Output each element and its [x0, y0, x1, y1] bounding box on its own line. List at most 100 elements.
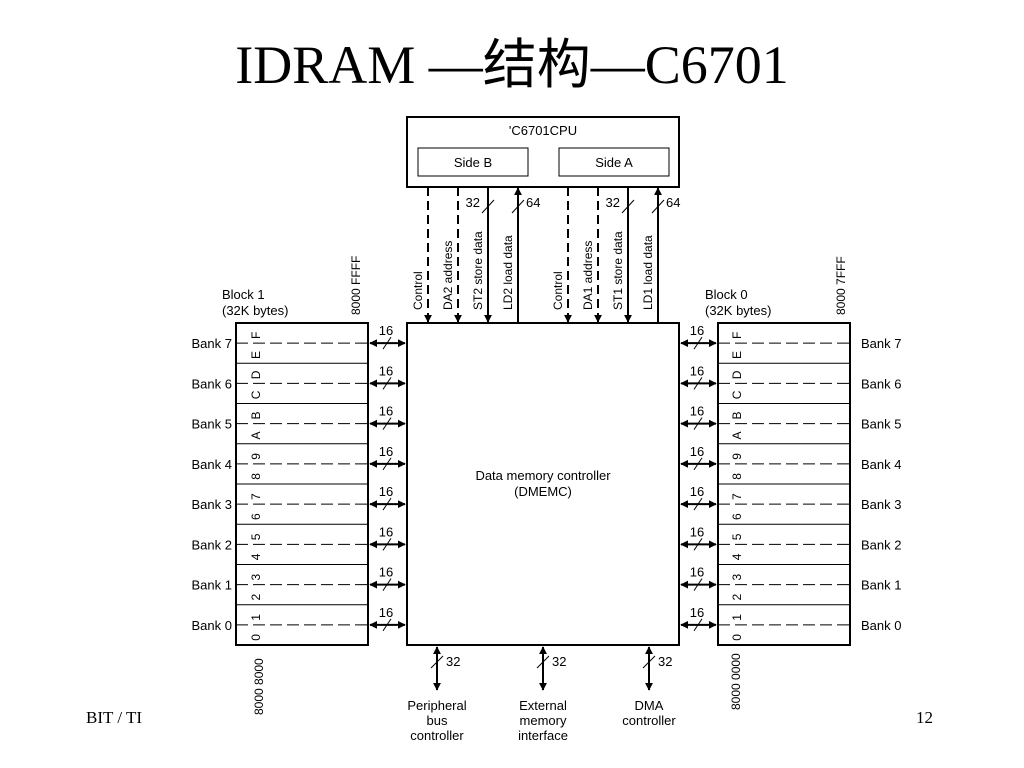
bank-hex-left-top: 1: [249, 614, 263, 621]
peripheral-label: bus: [427, 713, 448, 728]
side-a-bus-label: ST1 store data: [611, 231, 625, 310]
bank-bus-width-left: 16: [379, 323, 393, 338]
block-0-name: Block 0: [705, 287, 748, 302]
peripheral-bus-slash: [536, 655, 550, 669]
side-b-load-slash: [511, 199, 525, 214]
block-0-addr-bottom: 8000 0000: [729, 653, 743, 710]
side-b-bus-label: DA2 address: [441, 241, 455, 310]
peripheral-label: controller: [622, 713, 676, 728]
bank-bus-slash-right: [693, 457, 703, 471]
side-b-bus-label: Control: [411, 271, 425, 310]
bank-bus-width-left: 16: [379, 444, 393, 459]
bank-hex-right-bottom: 8: [730, 473, 744, 480]
peripheral-bus-width: 32: [658, 654, 672, 669]
bank-bus-slash-left: [382, 618, 392, 632]
bank-label-right: Bank 5: [861, 417, 901, 432]
side-b-store-width: 32: [466, 195, 480, 210]
side-b-bus-label: LD2 load data: [501, 235, 515, 310]
peripheral-label: External: [519, 698, 567, 713]
bank-bus-slash-left: [382, 578, 392, 591]
bank-bus-slash-right: [693, 417, 703, 430]
cpu-box: 'C6701CPU Side B Side A: [406, 116, 680, 188]
side-a-bus-label: DA1 address: [581, 241, 595, 310]
bank-hex-left-top: 7: [249, 493, 263, 500]
bank-hex-left-top: 5: [249, 533, 263, 540]
bank-label-right: Bank 3: [861, 497, 901, 512]
bank-hex-right-bottom: 0: [730, 634, 744, 641]
bank-bus-width-right: 16: [690, 524, 704, 539]
block-1: Block 1 (32K bytes) 8000 FFFF 8000 8000: [222, 256, 369, 715]
bank-hex-right-top: 9: [730, 453, 744, 460]
peripheral-buses-layer: 32Peripheralbuscontroller32Externalmemor…: [407, 646, 676, 743]
peripheral-label: interface: [518, 728, 568, 743]
bank-hex-left-bottom: E: [249, 351, 263, 359]
bank-bus-width-right: 16: [690, 484, 704, 499]
bank-label-left: Bank 4: [192, 457, 232, 472]
block-1-addr-bottom: 8000 8000: [252, 658, 266, 715]
data-memory-controller: Data memory controller (DMEMC): [406, 322, 680, 646]
bank-hex-right-top: B: [730, 411, 744, 419]
bank-hex-left-bottom: 4: [249, 553, 263, 560]
side-a-label: Side A: [595, 155, 633, 170]
slide-title: IDRAM —结构—C6701: [235, 35, 789, 95]
cpu-label: 'C6701CPU: [509, 123, 577, 138]
side-a-store-slash: [621, 199, 635, 214]
bank-bus-width-right: 16: [690, 565, 704, 580]
bank-hex-right-bottom: 6: [730, 513, 744, 520]
bank-bus-slash-right: [693, 336, 703, 350]
bank-label-right: Bank 1: [861, 578, 901, 593]
bank-bus-width-right: 16: [690, 605, 704, 620]
block-0-size: (32K bytes): [705, 303, 771, 318]
bank-bus-width-left: 16: [379, 565, 393, 580]
bank-hex-right-bottom: C: [730, 390, 744, 399]
block-1-addr-top: 8000 FFFF: [349, 256, 363, 315]
bank-bus-slash-right: [693, 618, 703, 632]
bank-hex-right-top: 7: [730, 493, 744, 500]
bank-bus-slash-left: [382, 457, 392, 471]
bank-hex-right-top: F: [730, 332, 744, 339]
side-a-bus-label: LD1 load data: [641, 235, 655, 310]
side-a-store-width: 32: [606, 195, 620, 210]
side-b-label: Side B: [454, 155, 492, 170]
bank-hex-left-top: B: [249, 411, 263, 419]
bank-bus-width-left: 16: [379, 404, 393, 419]
dmemc-label-line1: Data memory controller: [475, 468, 611, 483]
bank-hex-right-bottom: A: [730, 431, 744, 439]
bank-bus-slash-left: [382, 538, 392, 551]
bank-label-left: Bank 5: [192, 417, 232, 432]
bank-label-right: Bank 2: [861, 537, 901, 552]
bank-hex-left-top: 3: [249, 574, 263, 581]
bank-hex-right-bottom: 2: [730, 594, 744, 601]
bank-bus-width-right: 16: [690, 363, 704, 378]
bank-bus-width-left: 16: [379, 484, 393, 499]
side-a-load-width: 64: [666, 195, 680, 210]
bank-label-right: Bank 4: [861, 457, 901, 472]
bank-label-left: Bank 7: [192, 336, 232, 351]
bank-hex-right-top: 1: [730, 614, 744, 621]
bank-hex-left-top: 9: [249, 453, 263, 460]
bank-hex-right-top: 5: [730, 533, 744, 540]
side-b-bus-label: ST2 store data: [471, 231, 485, 310]
bank-label-right: Bank 0: [861, 618, 901, 633]
side-a-bus-label: Control: [551, 271, 565, 310]
block-1-name: Block 1: [222, 287, 265, 302]
side-b-store-slash: [481, 199, 495, 214]
peripheral-bus-width: 32: [552, 654, 566, 669]
bank-hex-right-bottom: 4: [730, 553, 744, 560]
bank-hex-left-top: F: [249, 332, 263, 339]
footer-left: BIT / TI: [86, 708, 143, 727]
bank-bus-slash-left: [382, 377, 392, 390]
bank-label-left: Bank 3: [192, 497, 232, 512]
bank-hex-left-bottom: 2: [249, 594, 263, 601]
block-1-size: (32K bytes): [222, 303, 288, 318]
bank-bus-width-left: 16: [379, 524, 393, 539]
bank-hex-right-top: D: [730, 370, 744, 379]
bank-hex-right-top: 3: [730, 574, 744, 581]
peripheral-label: controller: [410, 728, 464, 743]
bank-label-left: Bank 2: [192, 537, 232, 552]
side-a-load-slash: [651, 199, 665, 214]
bank-hex-left-bottom: A: [249, 431, 263, 439]
peripheral-label: DMA: [635, 698, 664, 713]
